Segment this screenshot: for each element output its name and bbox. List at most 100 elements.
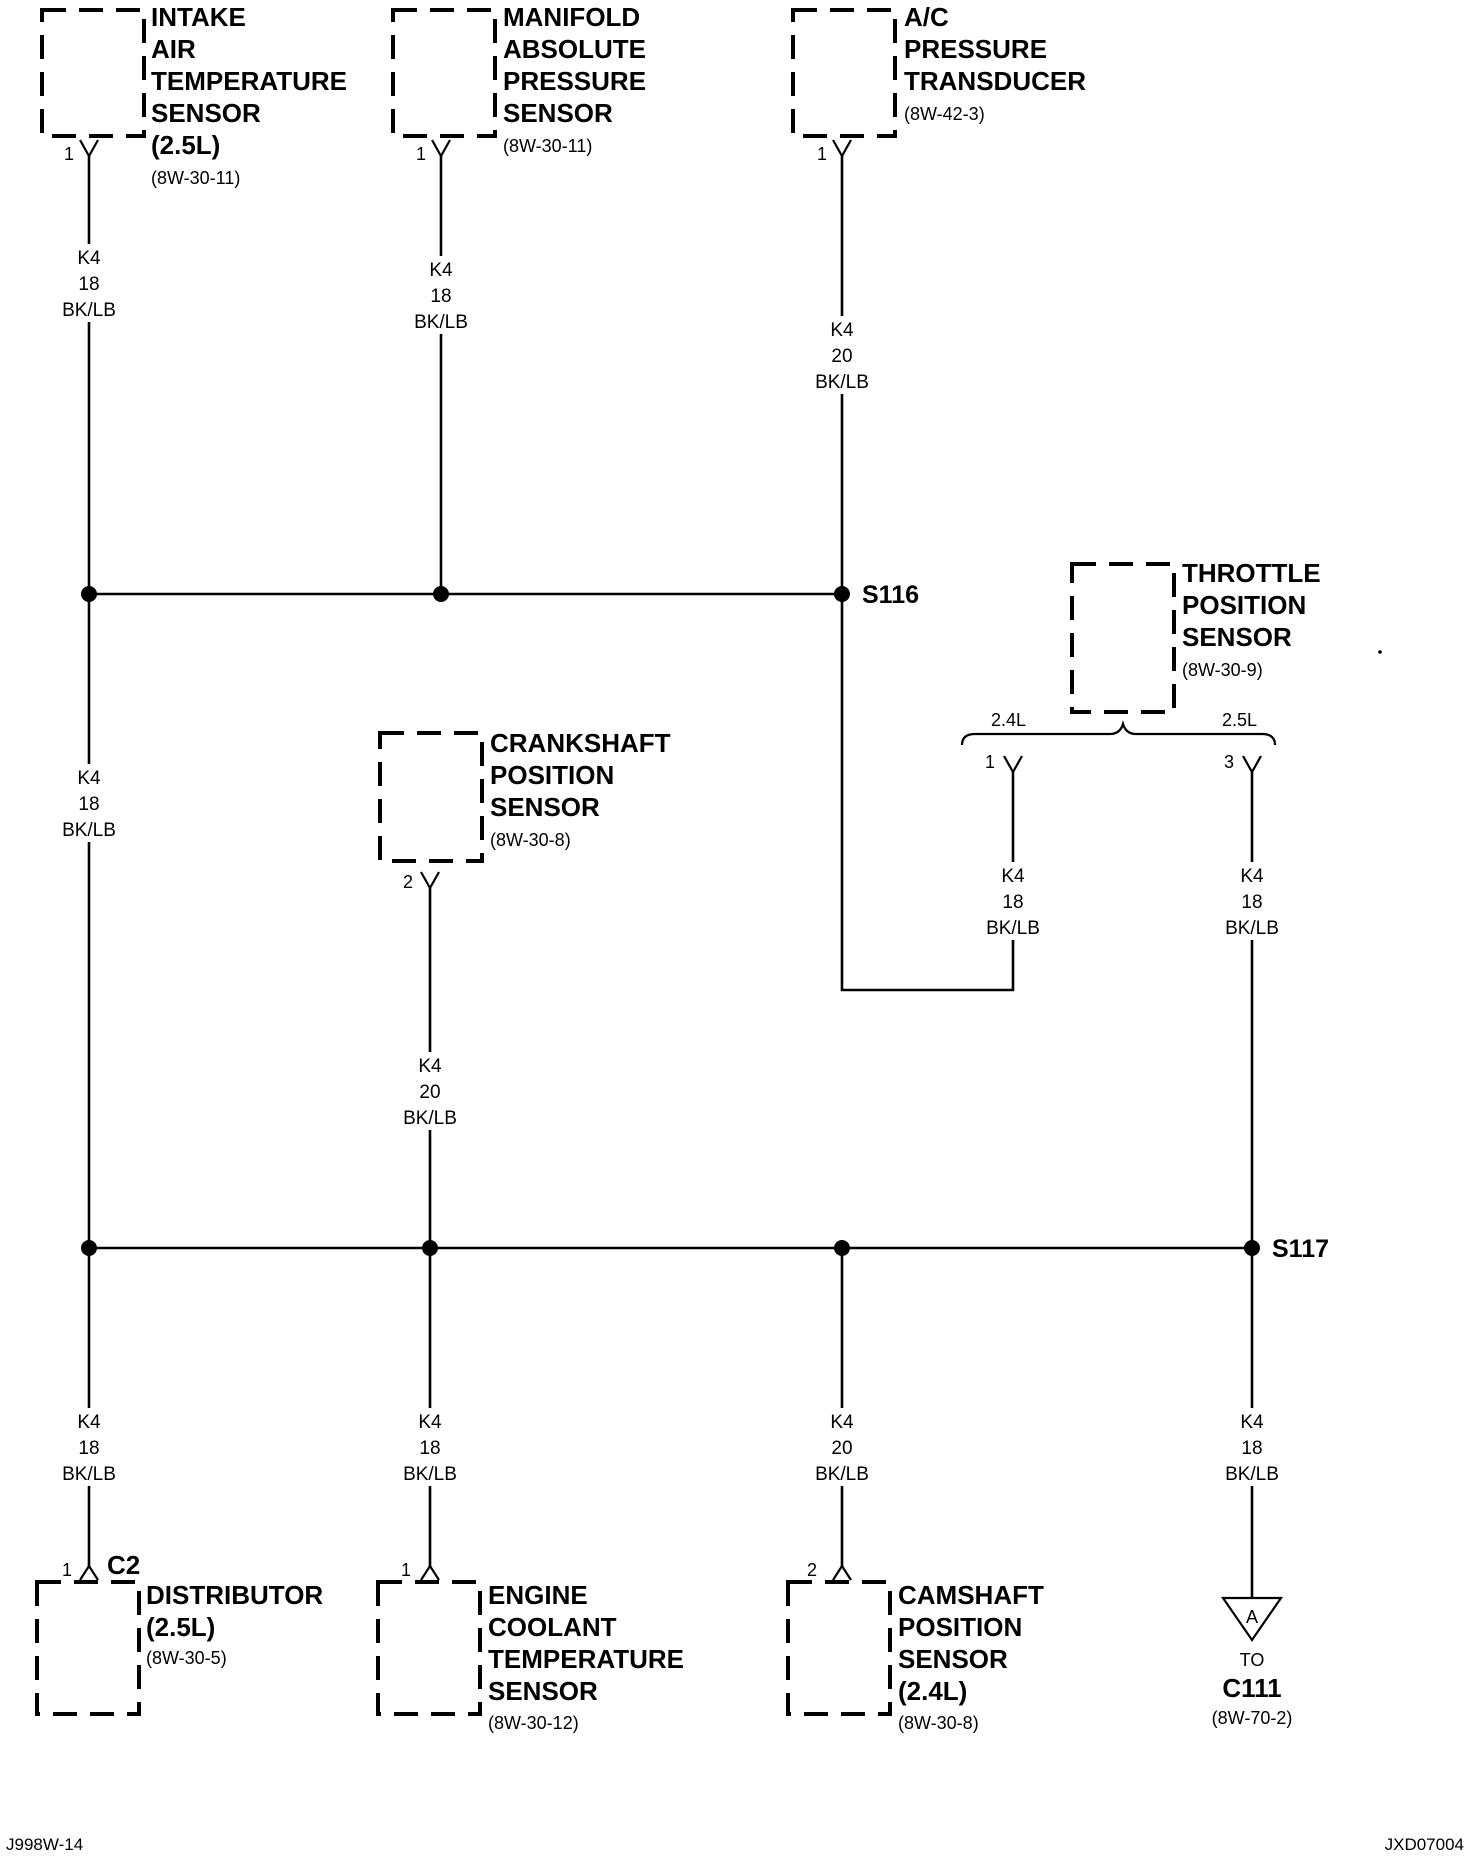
pin-iat-symbol [79,139,99,159]
stray-dot [1378,650,1382,654]
ckp-ref: (8W-30-8) [490,830,571,850]
wire-gauge: 18 [419,1438,440,1459]
wire-label-map: K4 18 BK/LB [408,256,474,334]
ect-label-line: SENSOR [488,1676,598,1706]
splice-s117-label: S117 [1272,1235,1329,1263]
wire-color: BK/LB [403,1464,457,1485]
wire-gauge: 20 [831,346,852,367]
iat-label-line: (2.5L) [151,130,220,160]
map-label-line: SENSOR [503,98,613,128]
wire-code: K4 [77,768,101,789]
splice-dot-5 [834,1240,850,1256]
cmp-label-line: (2.4L) [898,1676,967,1706]
wire-code: K4 [429,260,453,281]
wire-color: BK/LB [62,1464,116,1485]
wire-code: K4 [830,1412,854,1433]
wire-label-c111: K4 18 BK/LB [1219,1408,1285,1486]
dist-ref: (8W-30-5) [146,1648,227,1668]
ckp-label: CRANKSHAFT POSITION SENSOR (8W-30-8) [490,728,671,850]
ckp-label-line: CRANKSHAFT [490,728,671,758]
wire-label-dist: K4 18 BK/LB [56,1408,122,1486]
footer-right-code: JXD07004 [1385,1835,1464,1854]
tps-variant-bracket [960,720,1277,746]
cmp-pin: 2 [807,1560,817,1580]
wire-gauge: 18 [1241,1438,1262,1459]
wire-color: BK/LB [815,1464,869,1485]
intake-air-temp-sensor-box [40,8,146,138]
wire-code: K4 [830,320,854,341]
wire-color: BK/LB [1225,918,1279,939]
splice-dot-4 [422,1240,438,1256]
wire-color: BK/LB [815,372,869,393]
ac-label-line: TRANSDUCER [904,66,1086,96]
map-label-line: PRESSURE [503,66,646,96]
splice-dot-2 [433,586,449,602]
cmp-label-line: SENSOR [898,1644,1008,1674]
cmp-label-line: POSITION [898,1612,1022,1642]
wire-color: BK/LB [414,312,468,333]
wire-color: BK/LB [986,918,1040,939]
ect-label-line: ENGINE [488,1580,588,1610]
ac-pin: 1 [817,144,827,164]
wire-gauge: 18 [78,1438,99,1459]
wire-gauge: 18 [1241,892,1262,913]
tps-pin-a: 1 [985,752,995,772]
pin-ac-symbol [832,139,852,159]
ect-ref: (8W-30-12) [488,1713,579,1733]
map-pin: 1 [416,144,426,164]
tps-label-line: POSITION [1182,590,1306,620]
tps-label: THROTTLE POSITION SENSOR (8W-30-9) 2.4L … [991,558,1321,730]
cmp-ref: (8W-30-8) [898,1713,979,1733]
dist-label-line: (2.5L) [146,1612,215,1642]
c111-label: A TO C111 (8W-70-2) [1212,1607,1293,1728]
wire-label-iat: K4 18 BK/LB [56,244,122,322]
pin-map-symbol [431,139,451,159]
tps-label-line: THROTTLE [1182,558,1321,588]
wire-code: K4 [1001,866,1025,887]
splice-s116-label: S116 [862,581,919,609]
iat-label-line: INTAKE [151,2,246,32]
wire-label-ckp: K4 20 BK/LB [397,1052,463,1130]
map-label: MANIFOLD ABSOLUTE PRESSURE SENSOR (8W-30… [503,2,646,156]
distributor-box [35,1580,141,1716]
wire-gauge: 18 [1002,892,1023,913]
tps-variant-a: 2.4L [991,710,1026,730]
ect-label: ENGINE COOLANT TEMPERATURE SENSOR (8W-30… [488,1580,684,1733]
tps-label-line: SENSOR [1182,622,1292,652]
map-label-line: ABSOLUTE [503,34,646,64]
pin-ckp-symbol [420,871,440,891]
ac-label-line: A/C [904,2,949,32]
iat-label-line: SENSOR [151,98,261,128]
splice-dot-1 [81,586,97,602]
wire-label-ect: K4 18 BK/LB [397,1408,463,1486]
cmp-label-line: CAMSHAFT [898,1580,1044,1610]
wire-code: K4 [418,1056,442,1077]
ac-ref: (8W-42-3) [904,104,985,124]
wire-color: BK/LB [403,1108,457,1129]
iat-label: INTAKE AIR TEMPERATURE SENSOR (2.5L) (8W… [151,2,347,188]
c111-letter: A [1246,1607,1258,1627]
dist-label-line: DISTRIBUTOR [146,1580,323,1610]
wire-label-left-mid: K4 18 BK/LB [56,764,122,842]
wire-gauge: 20 [831,1438,852,1459]
wire-code: K4 [77,248,101,269]
wire-label-ac: K4 20 BK/LB [809,316,875,394]
splice-s117-dot [1244,1240,1260,1256]
iat-label-line: TEMPERATURE [151,66,347,96]
splice-dot-3 [81,1240,97,1256]
pin-dist-symbol [79,1563,99,1581]
ect-pin: 1 [401,1560,411,1580]
tps-variant-b: 2.5L [1222,710,1257,730]
wire-gauge: 18 [78,274,99,295]
crankshaft-position-sensor-box [378,731,484,863]
wire-code: K4 [77,1412,101,1433]
ac-label: A/C PRESSURE TRANSDUCER (8W-42-3) [904,2,1086,124]
map-sensor-box [391,8,497,138]
ckp-pin: 2 [403,872,413,892]
wire-gauge: 18 [78,794,99,815]
dist-connector-c2: C2 [107,1550,140,1580]
wire-gauge: 18 [430,286,451,307]
wire-code: K4 [418,1412,442,1433]
ckp-label-line: SENSOR [490,792,600,822]
